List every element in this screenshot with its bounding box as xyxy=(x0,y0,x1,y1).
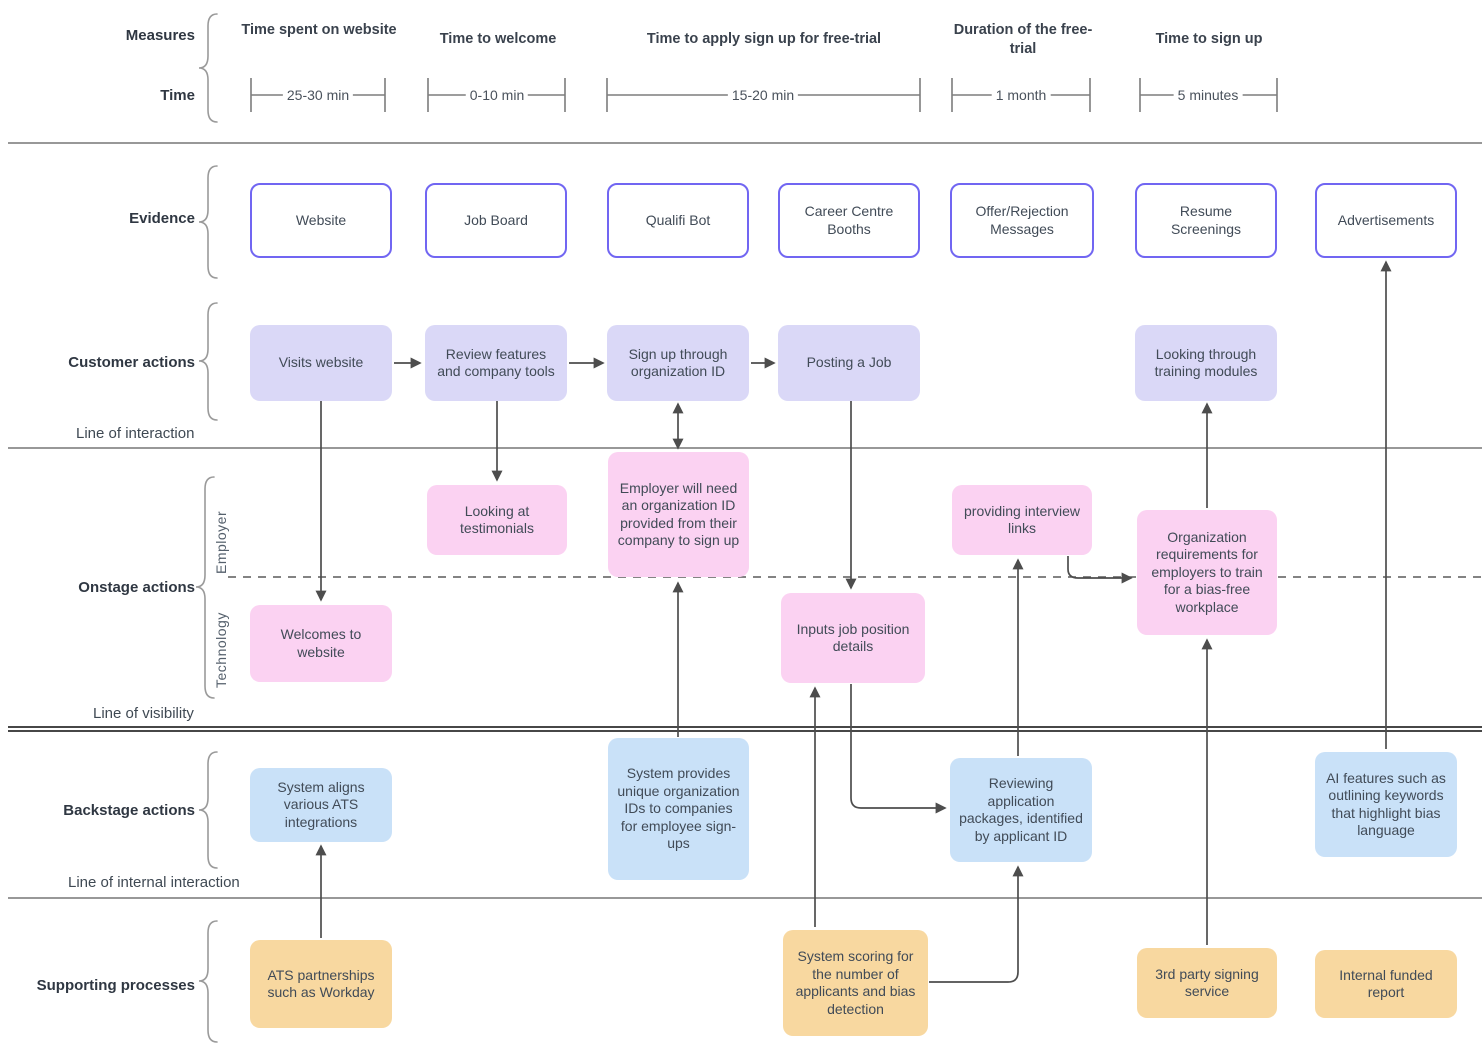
onstage-organization-requirements[interactable]: Organization requirements for employers … xyxy=(1137,510,1277,635)
evidence-career-centre-booths[interactable]: Career Centre Booths xyxy=(778,183,920,258)
brace-evidence xyxy=(198,165,218,279)
arrow-scoring-to-reviewing xyxy=(929,865,1024,983)
customer-action-review-features[interactable]: Review features and company tools xyxy=(425,325,567,401)
customer-action-posting-a-job[interactable]: Posting a Job xyxy=(778,325,920,401)
backstage-system-aligns-ats[interactable]: System aligns various ATS integrations xyxy=(250,768,392,842)
measure-heading-3: Time to apply sign up for free-trial xyxy=(646,31,882,47)
box-label: Resume Screenings xyxy=(1170,203,1242,237)
brace-supporting-processes xyxy=(198,920,218,1043)
box-label: Job Board xyxy=(464,211,528,228)
box-label: ATS partnerships such as Workday xyxy=(267,966,375,1001)
box-label: Qualifi Bot xyxy=(645,211,711,228)
box-label: 3rd party signing service xyxy=(1155,965,1259,1000)
lane-label-customer-actions: Customer actions xyxy=(68,354,195,371)
lane-label-time: Time xyxy=(160,87,195,104)
brace-customer-actions xyxy=(198,302,218,421)
lane-label-onstage-actions: Onstage actions xyxy=(78,579,195,596)
onstage-inputs-job-position-details[interactable]: Inputs job position details xyxy=(781,593,925,683)
arrow-inputs-to-reviewing xyxy=(850,684,947,814)
brace-backstage-actions xyxy=(198,751,218,869)
time-duration-2: 0-10 min xyxy=(465,87,529,103)
onstage-looking-at-testimonials[interactable]: Looking at testimonials xyxy=(427,485,567,555)
lane-label-evidence: Evidence xyxy=(129,210,195,227)
sublane-label-technology: Technology xyxy=(213,612,229,688)
evidence-offer-rejection-messages[interactable]: Offer/Rejection Messages xyxy=(950,183,1094,258)
onstage-employer-needs-org-id[interactable]: Employer will need an organization ID pr… xyxy=(608,452,749,577)
time-duration-1: 25-30 min xyxy=(282,87,354,103)
box-label: Career Centre Booths xyxy=(804,203,894,237)
box-label: Advertisements xyxy=(1337,211,1435,228)
backstage-reviewing-application-packages[interactable]: Reviewing application packages, identifi… xyxy=(950,758,1092,862)
box-label: Review features and company tools xyxy=(437,345,555,380)
lane-label-supporting-processes: Supporting processes xyxy=(36,977,195,994)
lane-label-measures: Measures xyxy=(125,27,195,44)
customer-action-training-modules[interactable]: Looking through training modules xyxy=(1135,325,1277,401)
box-label: Internal funded report xyxy=(1339,966,1433,1001)
box-label: Looking through training modules xyxy=(1154,345,1258,380)
customer-action-sign-up-org-id[interactable]: Sign up through organization ID xyxy=(607,325,749,401)
backstage-ai-features-bias-keywords[interactable]: AI features such as outlining keywords t… xyxy=(1315,752,1457,857)
brace-measures xyxy=(198,13,218,123)
box-label: AI features such as outlining keywords t… xyxy=(1326,769,1446,839)
lane-label-backstage-actions: Backstage actions xyxy=(63,802,195,819)
measure-heading-4: Duration of the free-trial xyxy=(953,22,1093,57)
time-duration-5: 5 minutes xyxy=(1173,87,1243,103)
box-label: Inputs job position details xyxy=(796,620,910,655)
evidence-resume-screenings[interactable]: Resume Screenings xyxy=(1135,183,1277,258)
box-label: System aligns various ATS integrations xyxy=(277,778,365,830)
box-label: Welcomes to website xyxy=(280,626,362,660)
sublane-label-employer: Employer xyxy=(213,510,229,574)
time-duration-4: 1 month xyxy=(991,87,1051,103)
box-label: Visits website xyxy=(278,354,364,371)
arrow-interviewlinks-to-orgrequirements xyxy=(1067,556,1133,584)
box-label: Looking at testimonials xyxy=(460,502,534,537)
box-label: Employer will need an organization ID pr… xyxy=(617,479,740,549)
box-label: Organization requirements for employers … xyxy=(1151,528,1263,615)
evidence-job-board[interactable]: Job Board xyxy=(425,183,567,258)
backstage-system-provides-org-ids[interactable]: System provides unique organization IDs … xyxy=(608,738,749,880)
box-label: Sign up through organization ID xyxy=(628,345,728,380)
label-line-of-interaction: Line of interaction xyxy=(76,425,195,442)
evidence-website[interactable]: Website xyxy=(250,183,392,258)
measure-heading-5: Time to sign up xyxy=(1155,31,1263,47)
brace-onstage-actions xyxy=(195,476,215,699)
label-line-of-visibility: Line of visibility xyxy=(93,705,194,722)
box-label: Website xyxy=(295,211,347,228)
box-label: Reviewing application packages, identifi… xyxy=(959,775,1083,844)
supporting-ats-partnerships[interactable]: ATS partnerships such as Workday xyxy=(250,940,392,1028)
supporting-internal-funded-report[interactable]: Internal funded report xyxy=(1315,950,1457,1018)
label-line-of-internal-interaction: Line of internal interaction xyxy=(68,874,240,891)
box-label: providing interview links xyxy=(964,502,1080,537)
customer-action-visits-website[interactable]: Visits website xyxy=(250,325,392,401)
box-label: System scoring for the number of applica… xyxy=(795,948,916,1017)
evidence-qualifi-bot[interactable]: Qualifi Bot xyxy=(607,183,749,258)
box-label: System provides unique organization IDs … xyxy=(617,765,740,852)
measure-heading-1: Time spent on website xyxy=(241,22,397,38)
time-duration-3: 15-20 min xyxy=(727,87,799,103)
onstage-providing-interview-links[interactable]: providing interview links xyxy=(952,485,1092,555)
supporting-system-scoring[interactable]: System scoring for the number of applica… xyxy=(783,930,928,1036)
supporting-3rd-party-signing[interactable]: 3rd party signing service xyxy=(1137,948,1277,1018)
onstage-welcomes-to-website[interactable]: Welcomes to website xyxy=(250,605,392,682)
box-label: Posting a Job xyxy=(806,354,892,371)
measure-heading-2: Time to welcome xyxy=(439,31,557,47)
evidence-advertisements[interactable]: Advertisements xyxy=(1315,183,1457,258)
box-label: Offer/Rejection Messages xyxy=(975,203,1069,237)
